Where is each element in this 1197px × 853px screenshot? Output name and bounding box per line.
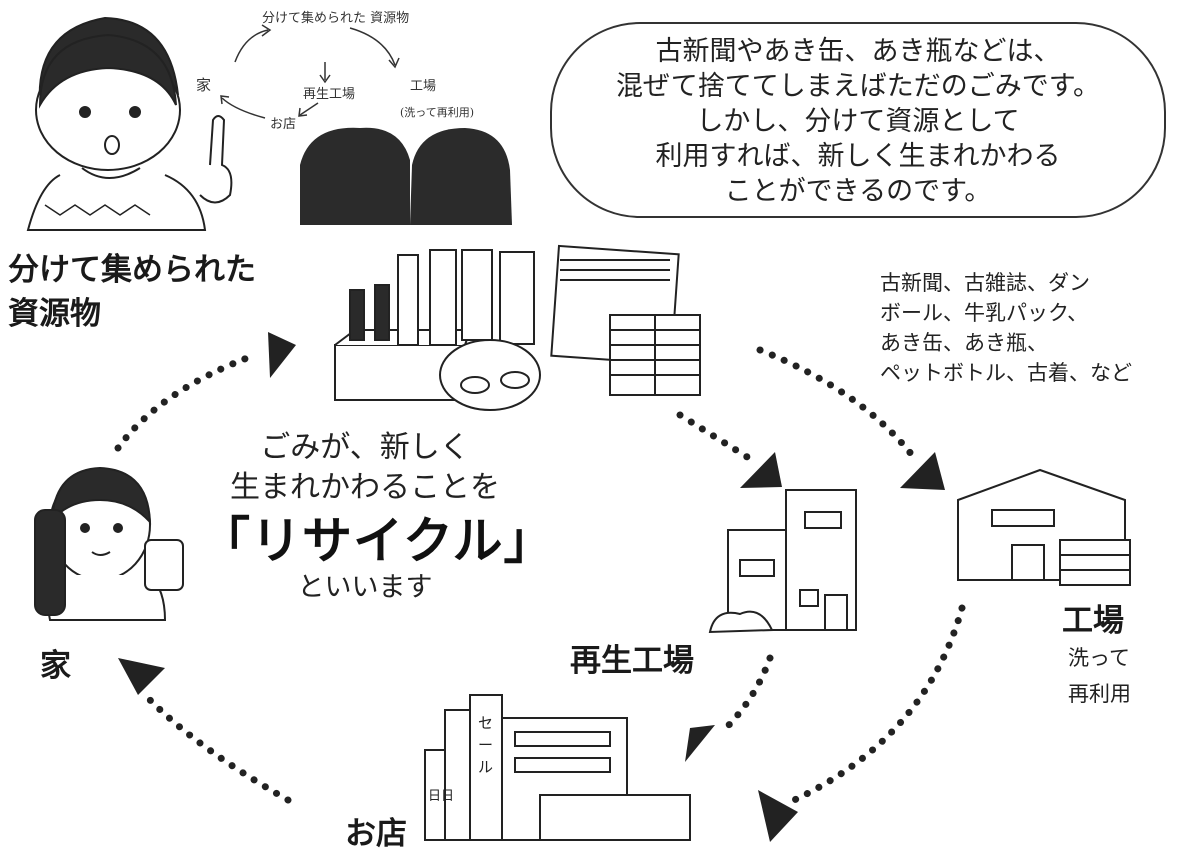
collected-resources-label: 分けて集められた 資源物 [8,248,256,336]
factory-label: 工場 [1062,603,1124,639]
definition-line4: といいます [297,572,433,603]
sketch-home-label: 家 [196,76,211,94]
store-label: お店 [345,816,407,852]
factory-sub-line2: 再利用 [1068,682,1131,706]
store-building [424,694,691,841]
arrow-factory-to-store [786,604,966,806]
dark-scribble-blobs [300,127,512,225]
bubble-line: 古新聞やあき缶、あき瓶などは、 [655,36,1061,67]
arrowhead-to-home [118,658,165,695]
arrowheads [118,332,945,842]
arrow-collected-to-recycle-plant [676,411,756,464]
girl-with-bottles-illustration [34,466,184,621]
arrow-home-to-collected [114,351,259,452]
bubble-line: ことができるのです。 [724,176,992,207]
home-label: 家 [40,648,71,684]
arrowhead-to-collected [268,332,296,378]
recyclables-pile-illustration [334,244,701,411]
store-sale-sign: セール [478,714,493,776]
recycle-keyword: 「リサイクル」 [200,512,555,570]
collected-label-line2: 資源物 [8,296,101,332]
collected-label-line1: 分けて集められた [8,252,256,288]
store-small-sign: 日日 [428,789,454,804]
sketch-recycle-plant-label: 再生工場 [303,87,355,102]
recycle-plant-label: 再生工場 [570,643,694,679]
sketch-factory-label: 工場 [410,79,436,94]
recyclable-examples: 古新聞、古雑誌、ダン ボール、牛乳パック、 あき缶、あき瓶、 ペットボトル、古着… [880,268,1132,388]
factory-building [957,468,1131,586]
arrow-recycle-plant-to-store [718,654,774,736]
bubble-line: しかし、分けて資源として [696,106,1020,137]
bubble-line: 混ぜて捨ててしまえばただのごみです。 [615,71,1101,102]
examples-line: あき缶、あき瓶、 [880,331,1048,355]
sketch-collected-label: 分けて集められた 資源物 [262,10,409,26]
recycle-plant-building [708,489,857,634]
sketch-factory-note: (洗って再利用) [400,106,474,119]
arrowhead-to-factory [900,452,945,490]
explanation-bubble: 古新聞やあき缶、あき瓶などは、 混ぜて捨ててしまえばただのごみです。 しかし、分… [550,22,1166,218]
examples-line: ペットボトル、古着、など [880,361,1132,385]
definition-line2: 生まれかわることを [230,470,500,505]
sketch-store-label: お店 [270,117,296,132]
girl-pointing-illustration [26,16,233,231]
definition-line1: ごみが、新しく [260,430,470,465]
recycling-definition: ごみが、新しく 生まれかわることを 「リサイクル」 といいます [200,428,555,603]
factory-sub: 洗って 再利用 [1068,640,1131,712]
examples-line: ボール、牛乳パック、 [880,301,1089,325]
cycle-arrows [114,346,966,806]
arrow-store-to-home [146,696,292,804]
examples-line: 古新聞、古雑誌、ダン [880,271,1090,295]
bubble-line: 利用すれば、新しく生まれかわる [655,141,1061,172]
arrow-collected-to-factory [756,346,916,459]
handwritten-cycle-sketch [220,24,400,119]
arrowhead-to-recycle-plant [740,452,782,488]
factory-sub-line1: 洗って [1068,646,1130,670]
arrowhead-to-store-left [685,725,715,762]
arrowhead-to-store-right [758,790,798,842]
